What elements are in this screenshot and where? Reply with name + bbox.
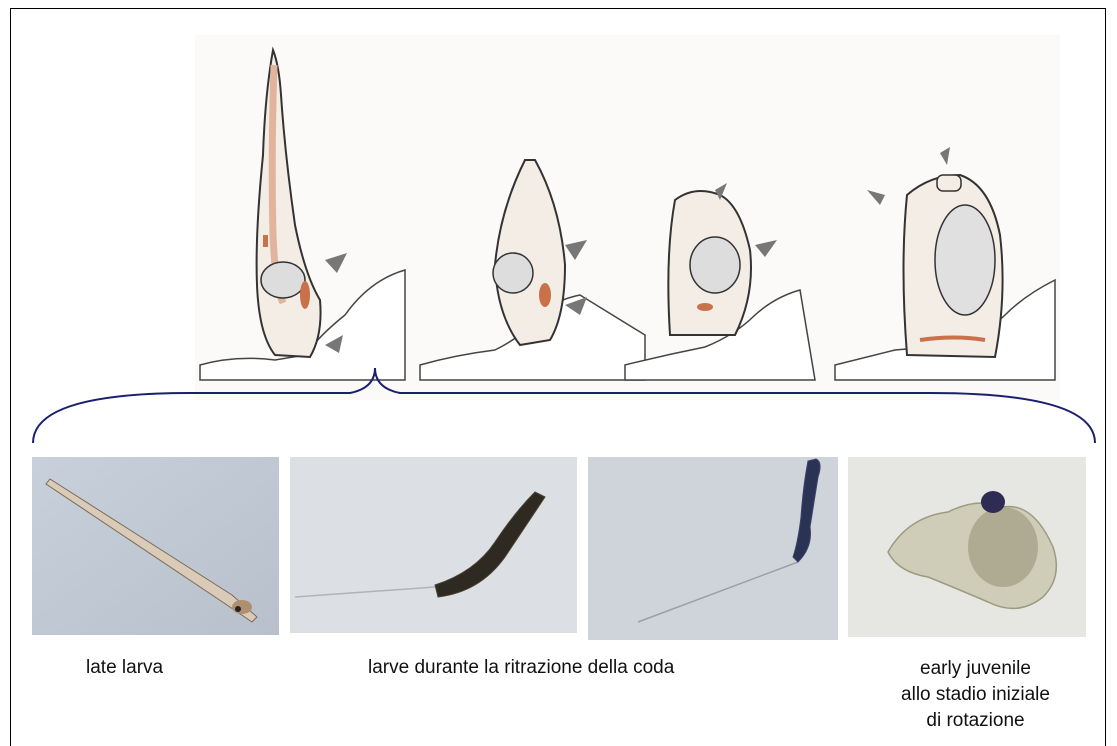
metamorphosis-drawings (195, 35, 1060, 400)
brace-bracket (30, 368, 1098, 448)
photo-tail-retraction-1 (290, 457, 577, 633)
caption-early-juvenile-line-2: allo stadio iniziale (888, 682, 1063, 708)
caption-early-juvenile: early juvenile allo stadio iniziale di r… (888, 656, 1063, 734)
caption-tail-retraction: larve durante la ritrazione della coda (368, 655, 674, 681)
caption-early-juvenile-line-1: early juvenile (888, 656, 1063, 682)
caption-early-juvenile-line-3: di rotazione (888, 708, 1063, 734)
caption-late-larva: late larva (86, 655, 163, 681)
photo-tail-retraction-2 (588, 457, 838, 640)
photo-early-juvenile (848, 457, 1086, 637)
photo-late-larva (32, 457, 279, 635)
